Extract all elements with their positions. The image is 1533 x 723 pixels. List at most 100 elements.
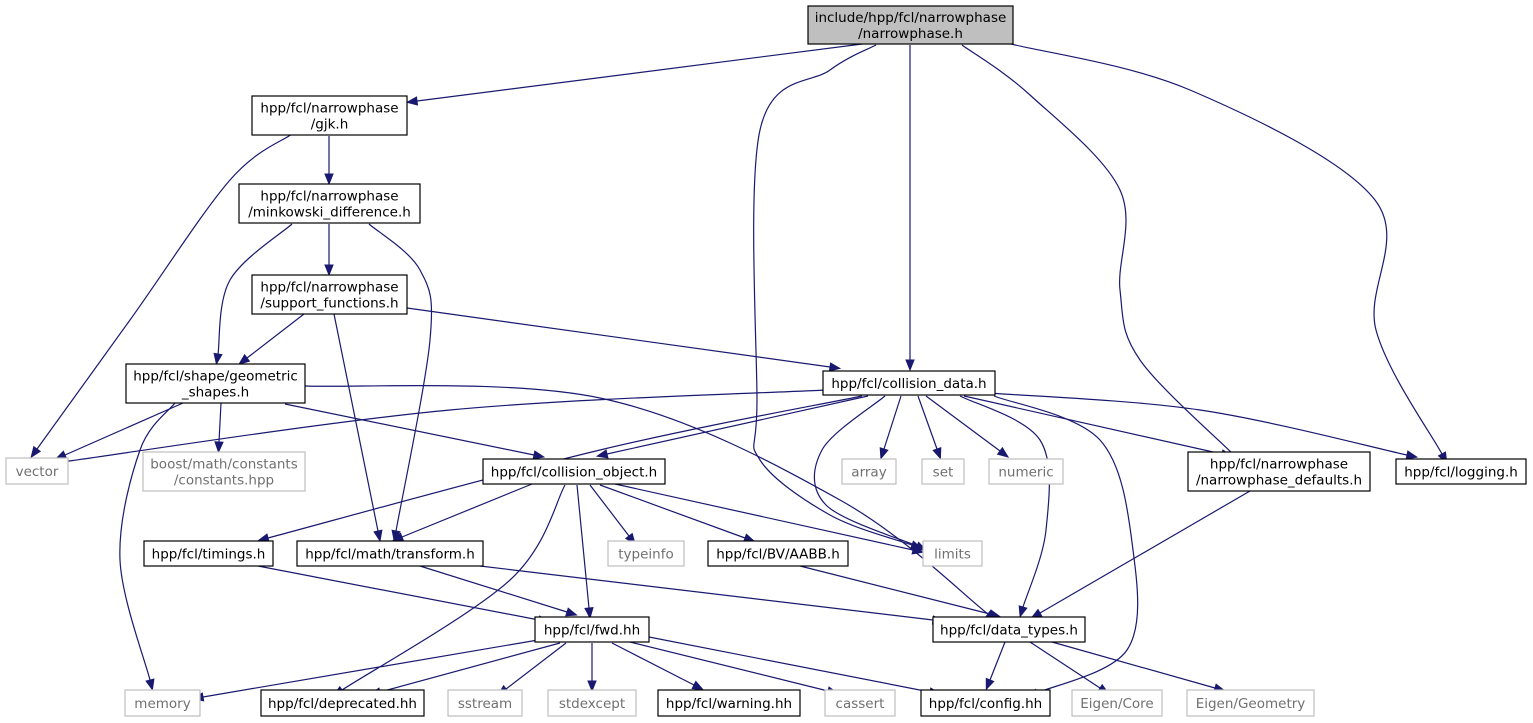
node-box [5, 457, 69, 485]
nodes-layer: include/hpp/fcl/narrowphase/narrowphase.… [5, 5, 1527, 717]
node-warning[interactable]: hpp/fcl/warning.hh [657, 689, 801, 717]
node-label: include/hpp/fcl/narrowphase [815, 10, 1007, 26]
node-typeinfo: typeinfo [607, 540, 685, 567]
arrowhead-icon [532, 450, 546, 460]
node-label: array [851, 465, 886, 481]
edge-collision_object-to-deprecated [332, 484, 566, 697]
node-label: /narrowphase.h [858, 26, 963, 42]
node-label: hpp/fcl/collision_data.h [831, 376, 986, 392]
edge-root-to-logging [1010, 43, 1448, 464]
node-label: hpp/fcl/collision_object.h [491, 465, 657, 481]
node-box [142, 451, 306, 492]
edge-line [988, 392, 1408, 456]
arrowhead-icon [213, 352, 223, 366]
edge-fwd-to-warning [611, 642, 705, 691]
arrowhead-icon [879, 447, 889, 460]
node-limits: limits [922, 540, 983, 567]
edge-line [614, 483, 914, 551]
node-config[interactable]: hpp/fcl/config.hh [920, 689, 1051, 717]
node-support[interactable]: hpp/fcl/narrowphase/support_functions.h [251, 274, 408, 315]
edge-support-to-collision_data [406, 307, 842, 372]
node-label: /minkowski_difference.h [248, 205, 411, 221]
arrowhead-icon [828, 362, 842, 372]
node-aabb[interactable]: hpp/fcl/BV/AABB.h [707, 540, 849, 567]
node-gjk[interactable]: hpp/fcl/narrowphase/gjk.h [251, 95, 408, 136]
edge-collision_object-to-transform [391, 483, 533, 542]
node-geometric[interactable]: hpp/fcl/shape/geometric_shapes.h [125, 363, 306, 404]
edge-line [341, 484, 566, 691]
edge-data_types-to-eigen_geometry [1051, 641, 1226, 693]
node-label: hpp/fcl/narrowphase [260, 101, 398, 117]
node-label: hpp/fcl/narrowphase [260, 189, 398, 205]
edge-minkowski-to-support [324, 224, 334, 277]
edge-collision_data-to-logging [988, 392, 1419, 460]
edge-line [419, 565, 568, 613]
arrowhead-icon [1405, 450, 1419, 460]
edge-collision_data-to-collision_object [595, 395, 869, 459]
node-box [1186, 689, 1315, 717]
node-label: hpp/fcl/data_types.h [940, 623, 1078, 639]
node-data-types[interactable]: hpp/fcl/data_types.h [932, 616, 1086, 643]
node-label: numeric [998, 465, 1053, 481]
node-box [922, 540, 983, 567]
edge-line [64, 402, 184, 456]
arrowhead-icon [691, 680, 705, 691]
node-label: hpp/fcl/BV/AABB.h [716, 547, 840, 563]
edge-line [1051, 641, 1216, 689]
arrowhead-icon [145, 678, 155, 691]
node-eigen-geometry: Eigen/Geometry [1186, 689, 1315, 717]
edge-collision_data-to-defaults [963, 395, 1234, 459]
arrowhead-icon [324, 173, 334, 186]
node-defaults[interactable]: hpp/fcl/narrowphase/narrowphase_defaults… [1187, 451, 1371, 492]
edge-line [36, 133, 293, 450]
edge-line [917, 395, 938, 450]
edge-data_types-to-eigen_core [1029, 641, 1110, 695]
arrowhead-icon [405, 96, 419, 106]
node-timings[interactable]: hpp/fcl/timings.h [143, 540, 274, 567]
node-collision-object[interactable]: hpp/fcl/collision_object.h [482, 458, 666, 485]
edge-transform-to-data_types [479, 565, 945, 625]
arrowhead-icon [905, 359, 915, 372]
arrowhead-icon [587, 680, 597, 693]
edge-root-to-collision_data [905, 45, 915, 372]
edge-line [576, 484, 590, 609]
edge-transform-to-fwd [419, 565, 578, 617]
edge-collision_object-to-fwd [576, 484, 594, 620]
node-array: array [841, 458, 897, 485]
node-box [447, 689, 523, 717]
node-box [1071, 689, 1163, 717]
node-logging[interactable]: hpp/fcl/logging.h [1395, 458, 1527, 485]
node-box [125, 363, 306, 404]
node-set: set [921, 458, 965, 485]
node-minkowski[interactable]: hpp/fcl/narrowphase/minkowski_difference… [238, 183, 421, 224]
edge-line [629, 641, 829, 692]
node-label: hpp/fcl/fwd.hh [544, 623, 640, 639]
node-label: set [933, 465, 954, 481]
edge-line [416, 42, 871, 102]
edge-line [406, 307, 831, 368]
arrowhead-icon [565, 607, 578, 617]
edge-root-to-gjk [405, 42, 871, 106]
node-box [124, 689, 201, 717]
arrowhead-icon [1018, 605, 1028, 618]
node-transform[interactable]: hpp/fcl/math/transform.h [296, 540, 484, 567]
node-root[interactable]: include/hpp/fcl/narrowphase/narrowphase.… [807, 5, 1014, 45]
edge-line [989, 641, 1006, 681]
edge-line [202, 639, 539, 698]
node-box [657, 689, 801, 717]
node-collision-data[interactable]: hpp/fcl/collision_data.h [822, 370, 996, 396]
node-deprecated[interactable]: hpp/fcl/deprecated.hh [260, 689, 425, 717]
edge-line [479, 565, 934, 621]
edge-line [961, 44, 1236, 457]
arrowhead-icon [238, 353, 251, 365]
node-label: hpp/fcl/math/transform.h [305, 547, 475, 563]
edge-minkowski-to-geometric [213, 223, 293, 366]
node-sstream: sstream [447, 689, 523, 717]
edge-gjk-to-vector [30, 133, 293, 459]
node-label: Eigen/Core [1080, 696, 1154, 712]
arrowhead-icon [911, 545, 925, 555]
node-fwd[interactable]: hpp/fcl/fwd.hh [534, 616, 650, 643]
edge-support-to-geometric [238, 313, 305, 365]
edge-support-to-transform [333, 313, 383, 543]
